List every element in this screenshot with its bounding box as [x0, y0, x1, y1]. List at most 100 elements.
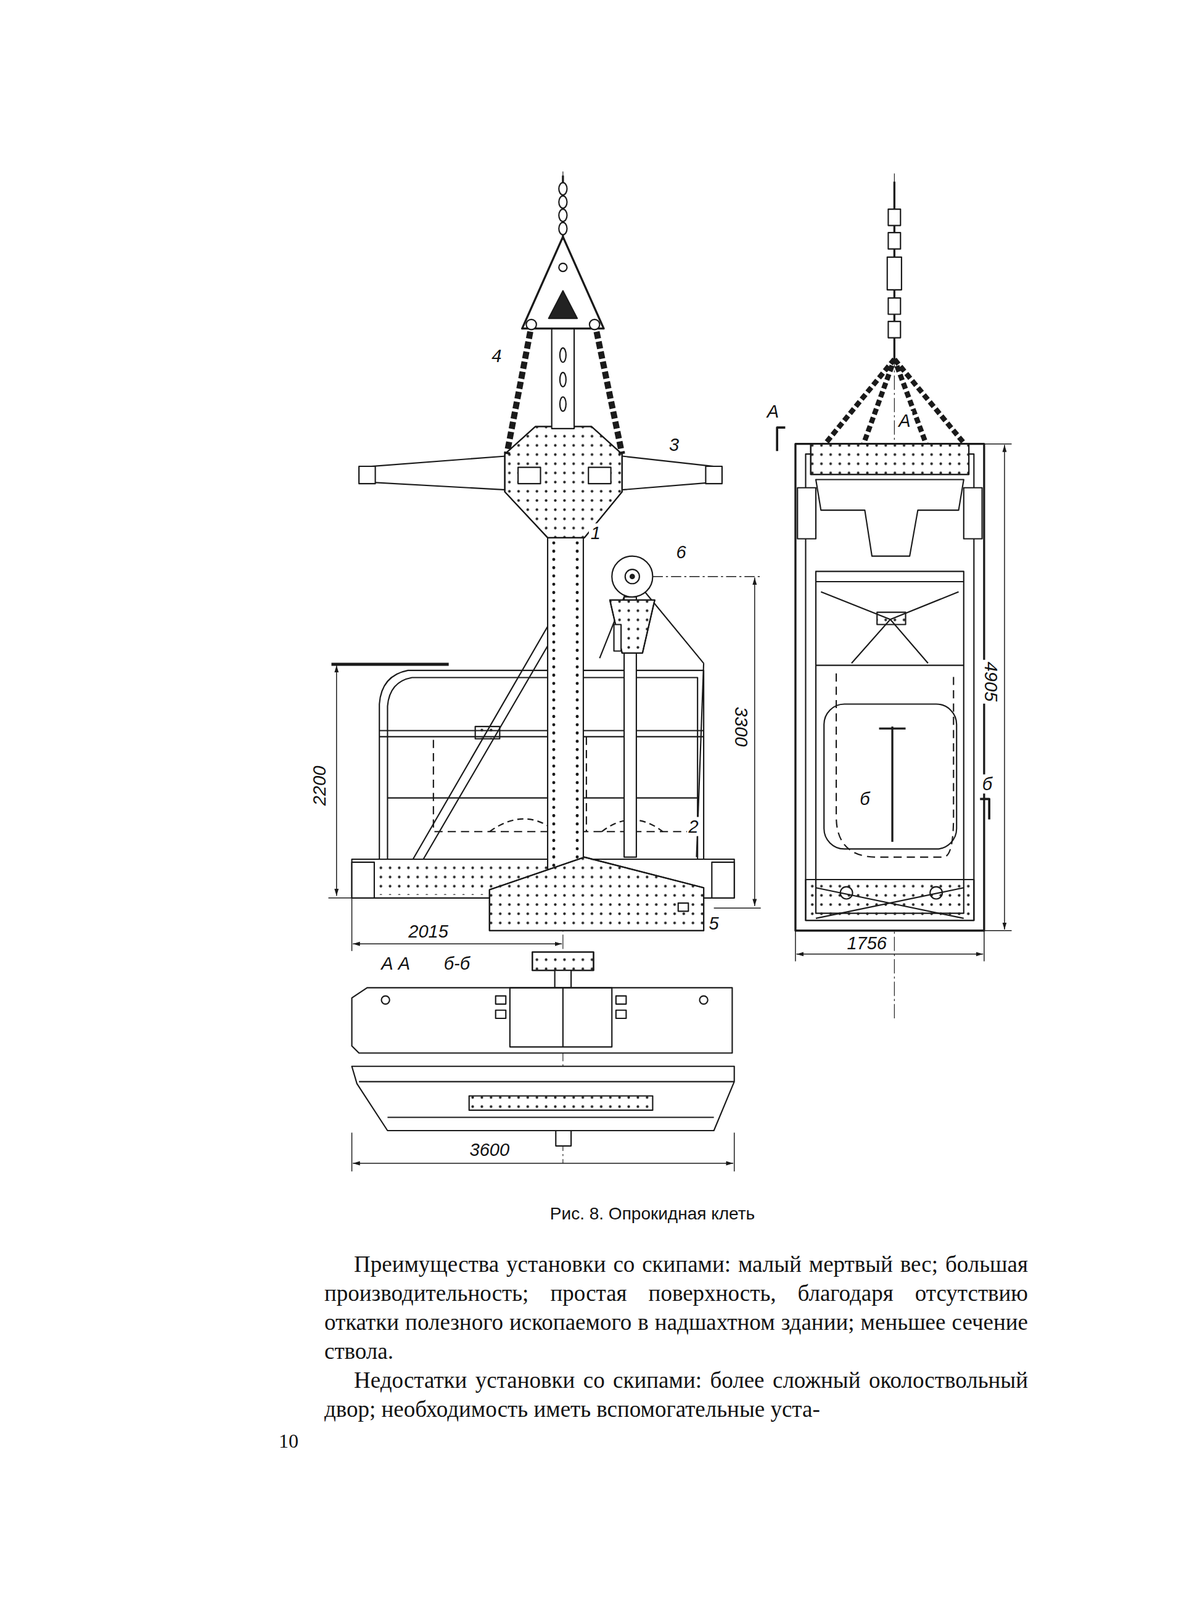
section-view-part	[381, 995, 390, 1004]
callout-number: 3	[667, 435, 681, 455]
front-view-part	[526, 319, 537, 330]
front-view-part	[522, 236, 604, 329]
front-view-part	[558, 196, 567, 209]
side-view-part	[836, 673, 954, 858]
dimension-label: 3600	[468, 1140, 512, 1160]
front-view-part	[379, 735, 704, 737]
front-view-part	[559, 397, 567, 412]
body-paragraph: Недостатки установки со скипами: более с…	[324, 1365, 1028, 1424]
side-view-part	[888, 297, 901, 314]
dimension-lines-part	[984, 929, 1012, 931]
front-view-part	[575, 542, 580, 869]
dimension-lines-part	[754, 577, 755, 906]
front-view-part	[596, 331, 622, 455]
dimension-lines-part	[983, 930, 985, 962]
callout-number: 1	[588, 522, 603, 543]
side-view-part	[815, 571, 964, 913]
section-label: А А	[379, 953, 412, 973]
front-view-part	[558, 209, 567, 222]
section-marks	[777, 427, 990, 819]
dimension-lines-part	[652, 575, 761, 577]
front-view-part	[489, 857, 704, 931]
section-marks-part	[777, 427, 786, 451]
section-label: б-б	[442, 953, 472, 973]
callout-number: 6	[674, 542, 689, 562]
section-view-part	[495, 995, 507, 1004]
dimension-lines	[328, 576, 761, 1172]
section-view-part	[616, 995, 627, 1004]
front-view-part	[625, 569, 640, 584]
side-view-part	[963, 487, 983, 539]
side-view-part	[876, 612, 906, 625]
front-view-part	[358, 455, 506, 490]
dimension-lines-part	[352, 943, 562, 945]
dimension-lines-part	[733, 1132, 735, 1172]
section-view	[352, 951, 735, 1146]
section-mark: А	[896, 410, 913, 430]
side-view-part	[861, 358, 895, 449]
section-view-part	[562, 987, 564, 1047]
section-view-part	[358, 1081, 735, 1083]
section-view-part	[495, 1010, 507, 1019]
front-view-part	[622, 455, 723, 490]
side-view-part	[820, 358, 895, 449]
side-view-part	[810, 444, 969, 475]
dimension-label: 3300	[730, 704, 750, 749]
callout-number: 2	[686, 817, 700, 837]
front-view-part	[505, 426, 623, 538]
side-view-part	[894, 358, 929, 449]
front-view-part	[609, 600, 655, 654]
side-view-part	[888, 232, 901, 249]
side-view-part	[891, 726, 893, 842]
side-view-part	[823, 703, 957, 849]
front-view-part	[559, 372, 567, 387]
front-view-part	[609, 600, 655, 654]
section-view-part	[352, 987, 733, 1053]
front-view-part	[489, 818, 556, 832]
front-view-part	[489, 857, 704, 931]
dimension-lines-part	[351, 897, 353, 951]
side-view-part	[887, 257, 902, 290]
front-view-part	[558, 182, 567, 195]
section-view-part	[532, 951, 594, 971]
dimension-lines-part	[351, 1132, 353, 1172]
section-view-part	[616, 1010, 627, 1019]
front-view-part	[505, 426, 623, 538]
side-view-part	[894, 358, 969, 449]
section-view-part	[532, 951, 594, 971]
front-view-part	[558, 263, 567, 272]
side-view-part	[879, 727, 906, 730]
side-view-part	[805, 453, 974, 921]
side-view-part	[815, 580, 964, 583]
side-view-part	[815, 887, 964, 919]
front-view-part	[588, 467, 611, 484]
dimension-lines-part	[336, 665, 337, 897]
section-view-part	[555, 970, 572, 988]
front-view-part	[358, 466, 375, 484]
side-view-part	[888, 321, 901, 338]
section-view-part	[555, 1130, 572, 1146]
front-view-part	[547, 537, 584, 875]
side-view-part	[795, 444, 985, 931]
front-view-part	[552, 542, 556, 869]
front-view-part	[390, 600, 563, 898]
dimension-lines-part	[328, 897, 388, 898]
body-paragraph: Преимущества установки со скипами: малый…	[324, 1249, 1028, 1366]
front-view-part	[518, 467, 541, 484]
front-view-part	[611, 556, 653, 597]
section-view-part	[699, 995, 708, 1004]
side-view	[795, 173, 985, 1020]
front-view-part	[585, 736, 588, 832]
front-view-part	[614, 624, 622, 651]
dimension-lines-part	[352, 1162, 734, 1164]
figure-caption: Рис. 8. Опрокидная клеть	[550, 1203, 755, 1224]
side-view-part	[815, 887, 964, 919]
front-view-part	[678, 902, 689, 911]
front-view-part	[589, 319, 601, 330]
front-view-part	[379, 729, 704, 731]
dimension-lines-part	[1003, 444, 1005, 930]
front-view-part	[400, 609, 570, 898]
section-marks-part	[979, 798, 990, 819]
